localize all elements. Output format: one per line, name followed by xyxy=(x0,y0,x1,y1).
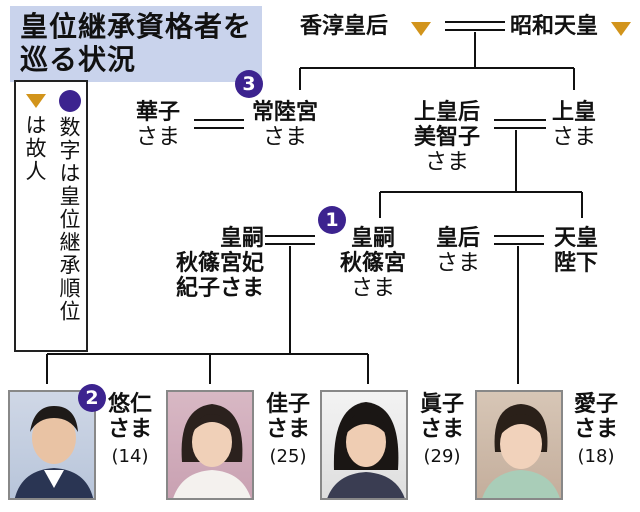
person-joko: 上皇 さま xyxy=(552,100,597,150)
portrait-kako-icon xyxy=(173,404,251,498)
rank-circle-icon xyxy=(59,90,81,112)
person-tenno: 天皇 陛下 xyxy=(554,226,599,276)
kojun-deceased-marker xyxy=(411,22,431,36)
legend-box: 数字は皇位継承順位 は故人 xyxy=(14,80,88,352)
photo-kako xyxy=(166,390,254,500)
title-line-1: 皇位継承資格者を xyxy=(20,10,253,43)
person-hitachi: 常陸宮 さま xyxy=(252,100,319,150)
person-aiko: 愛子 さま (18) xyxy=(574,392,619,467)
photo-hisahito xyxy=(8,390,96,500)
person-mako: 眞子 さま (29) xyxy=(420,392,465,467)
deceased-triangle-icon xyxy=(26,94,46,108)
photo-mako xyxy=(320,390,408,500)
person-akishino: 皇嗣 秋篠宮 さま xyxy=(340,226,407,301)
rank-badge-2: 2 xyxy=(78,384,106,412)
person-hanako: 華子 さま xyxy=(136,100,181,150)
title-line-2: 巡る状況 xyxy=(20,43,137,76)
portrait-mako-icon xyxy=(327,402,405,498)
rank-badge-3: 3 xyxy=(235,70,263,98)
portrait-hisahito-icon xyxy=(15,406,93,498)
person-hisahito: 悠仁 さま (14) xyxy=(108,392,153,467)
showa-deceased-marker xyxy=(611,22,631,36)
person-showa: 昭和天皇 xyxy=(510,14,599,39)
legend-circle-text: 数字は皇位継承順位 xyxy=(57,116,81,323)
person-kogo: 皇后 さま xyxy=(436,226,481,276)
person-kiko: 皇嗣 秋篠宮妃 紀子さま xyxy=(176,226,265,301)
portrait-aiko-icon xyxy=(482,404,560,498)
photo-aiko xyxy=(475,390,563,500)
page-title: 皇位継承資格者を 巡る状況 xyxy=(10,6,263,82)
person-kako: 佳子 さま (25) xyxy=(266,392,311,467)
legend-triangle-text: は故人 xyxy=(23,114,47,183)
rank-badge-1: 1 xyxy=(318,206,346,234)
person-kojun: 香淳皇后 xyxy=(300,14,389,39)
person-michiko: 上皇后 美智子 さま xyxy=(414,100,481,175)
